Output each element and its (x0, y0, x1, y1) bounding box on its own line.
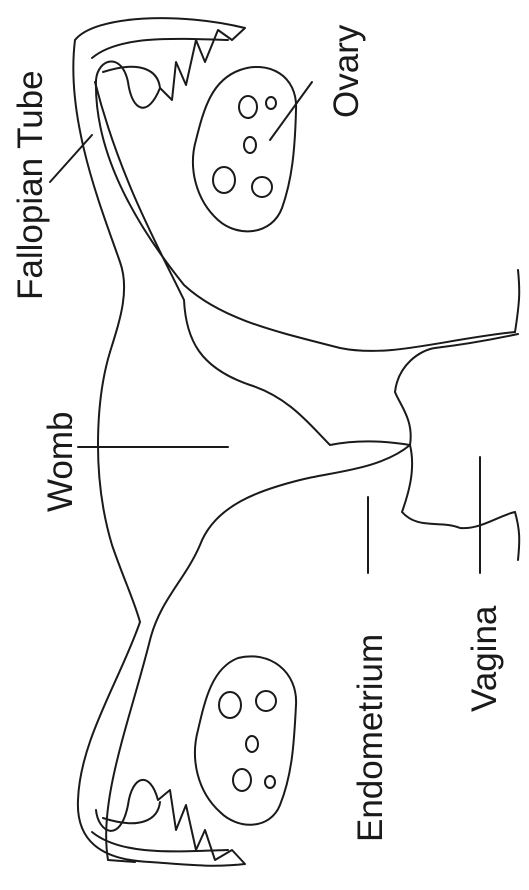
fallopian-tube-label: Fallopian Tube (11, 70, 50, 300)
ovary-upper-follicle-3 (244, 137, 256, 153)
endometrium-label: Endometrium (351, 634, 390, 842)
ovary-upper-follicle-4 (213, 167, 235, 193)
ovary-label: Ovary (327, 24, 366, 118)
ovary-lower-follicle-4 (233, 769, 251, 791)
ovary-lower-follicle-5 (265, 776, 275, 788)
ovary-leader (270, 82, 312, 140)
vagina-label: Vagina (465, 605, 504, 712)
vagina-wall (515, 270, 519, 560)
ovary-upper-follicle-2 (266, 97, 276, 109)
womb-label: Womb (41, 412, 80, 513)
ovary-lower-follicle-2 (256, 691, 276, 711)
ovary-lower-follicle-3 (246, 736, 258, 752)
ovary-lower-follicle-1 (219, 692, 241, 718)
fallopian-tube-upper-wall (73, 40, 124, 352)
ovary-upper-follicle-5 (252, 177, 272, 197)
fallopian-tube-lower-lumen (92, 802, 228, 851)
uterus-outer-wall (98, 352, 140, 622)
cervix-canal (395, 334, 518, 528)
ovary-upper-follicle-1 (239, 96, 257, 118)
fallopian-tube-upper-lumen (92, 39, 228, 88)
fallopian-tube-lower-outer (78, 622, 245, 866)
